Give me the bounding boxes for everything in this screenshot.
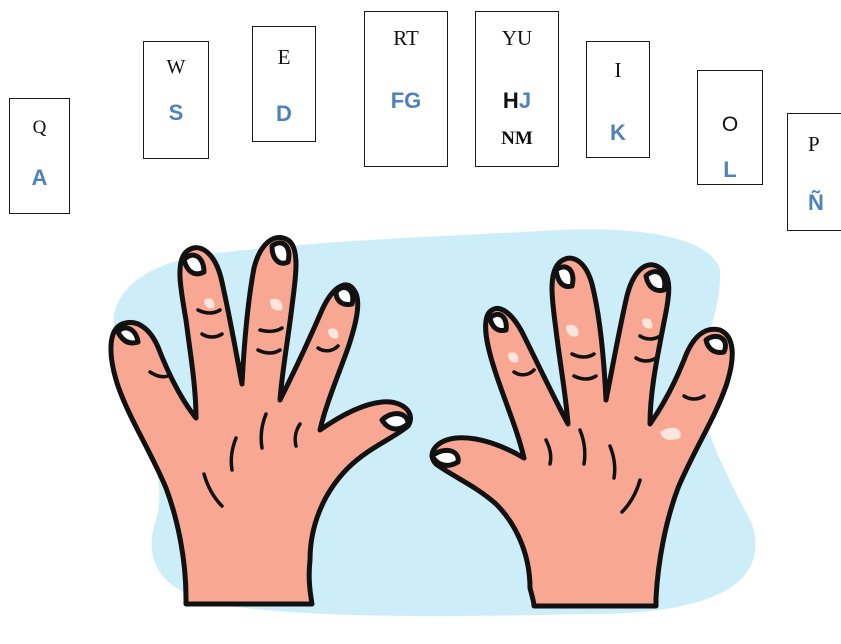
key-o-home-letter: L: [723, 157, 737, 182]
key-q-home-letter: A: [31, 165, 48, 190]
key-e-home-letter: D: [276, 101, 292, 126]
key-i-home-letter: K: [610, 120, 626, 145]
key-e: E D: [252, 26, 316, 142]
key-q-top-letter: Q: [32, 117, 47, 138]
key-w-home-letter: S: [168, 100, 184, 125]
key-i-top-letter: I: [614, 58, 622, 82]
key-e-top-letter: E: [277, 45, 291, 69]
key-q: Q A: [9, 98, 70, 214]
key-yu: YU HJ NM: [475, 11, 559, 167]
key-o-top-letter: O: [721, 113, 739, 136]
key-p-top-letter: P: [808, 132, 820, 156]
key-w-top-letter: W: [166, 56, 186, 78]
key-i: I K: [586, 41, 650, 158]
key-rt-top-letters: RT: [393, 26, 419, 50]
key-o: O L: [697, 70, 763, 185]
key-yu-top-letters: YU: [501, 26, 533, 50]
left-hand: [108, 235, 413, 607]
key-yu-home-h: H: [502, 88, 519, 113]
key-w: W S: [143, 41, 209, 159]
key-yu-home-j: J: [518, 88, 532, 113]
key-yu-bottom-letters: NM: [501, 128, 533, 149]
right-hand: [429, 255, 735, 609]
key-rt: RT FG: [364, 11, 448, 167]
key-p-home-letter: Ñ: [808, 190, 824, 215]
key-yu-home-letters: HJ: [476, 88, 558, 114]
key-p: P Ñ: [787, 113, 841, 231]
key-rt-home-letters: FG: [390, 88, 422, 113]
